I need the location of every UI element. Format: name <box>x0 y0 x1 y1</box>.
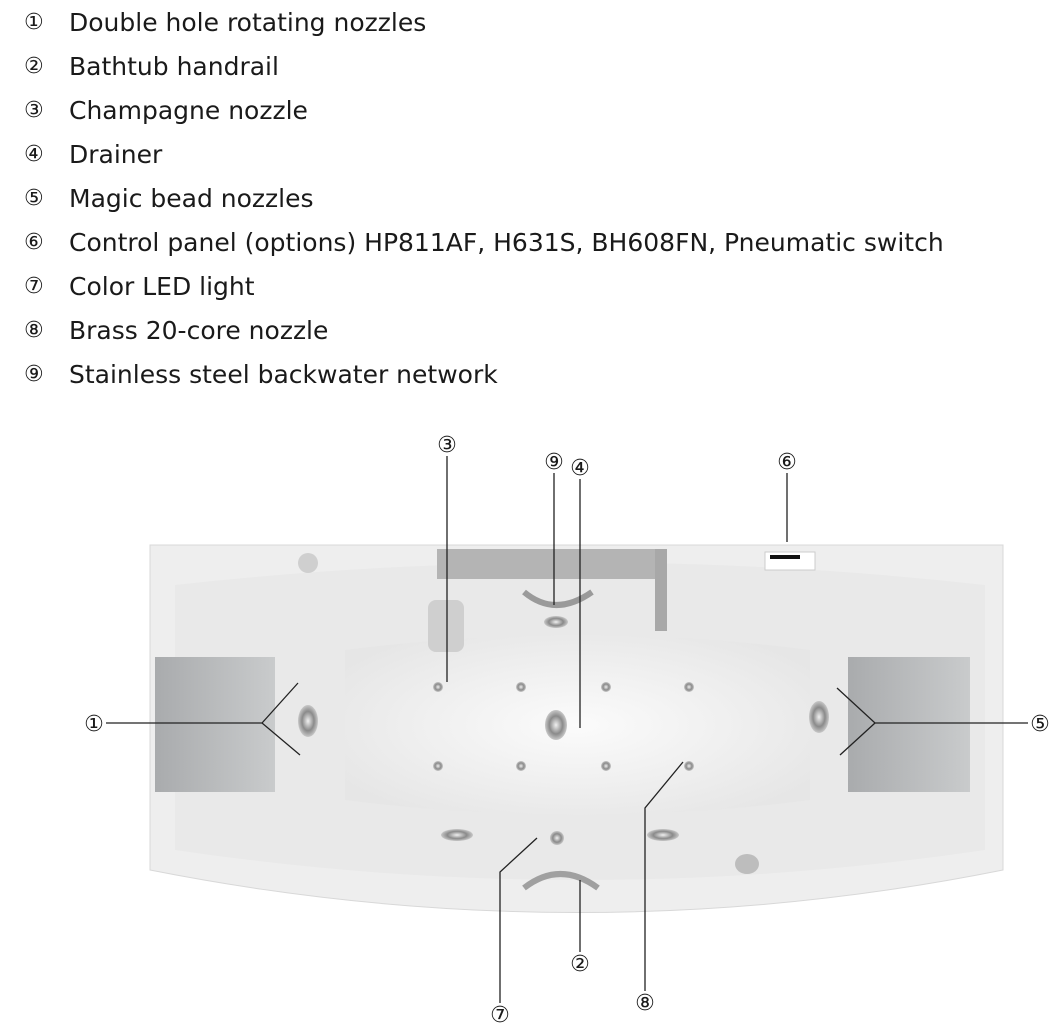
legend-item: ⑦ Color LED light <box>24 264 944 308</box>
legend-marker: ④ <box>24 141 44 167</box>
legend-item: ① Double hole rotating nozzles <box>24 0 944 44</box>
drainer <box>545 710 567 740</box>
legend-label: Champagne nozzle <box>69 95 308 125</box>
legend-marker: ⑤ <box>24 185 44 211</box>
legend-label: Stainless steel backwater network <box>69 359 498 389</box>
bathtub-image <box>149 544 1004 913</box>
callout-2: ② <box>570 952 590 977</box>
spout <box>655 549 667 631</box>
legend-label: Brass 20-core nozzle <box>69 315 329 345</box>
right-headrest <box>848 657 970 792</box>
callout-9: ⑨ <box>544 450 564 475</box>
legend-marker: ⑧ <box>24 317 44 343</box>
control-panel <box>764 551 816 571</box>
jet-nozzles <box>433 682 694 771</box>
hand-shower <box>428 600 464 652</box>
legend-item: ② Bathtub handrail <box>24 44 944 88</box>
legend-item: ⑤ Magic bead nozzles <box>24 176 944 220</box>
legend-marker: ⑥ <box>24 229 44 255</box>
callout-1: ① <box>84 712 104 737</box>
component-legend: ① Double hole rotating nozzles ② Bathtub h… <box>24 0 944 396</box>
legend-marker: ③ <box>24 97 44 123</box>
left-headrest <box>155 657 275 792</box>
legend-label: Drainer <box>69 139 163 169</box>
legend-label: Color LED light <box>69 271 255 301</box>
callout-lines <box>106 456 1028 1003</box>
backwater-network <box>522 589 594 608</box>
legend-marker: ① <box>24 9 44 35</box>
callout-7: ⑦ <box>490 1003 510 1024</box>
legend-item: ③ Champagne nozzle <box>24 88 944 132</box>
legend-item: ④ Drainer <box>24 132 944 176</box>
handrail <box>522 871 600 891</box>
legend-item: ⑥ Control panel (options) HP811AF, H631S,… <box>24 220 944 264</box>
legend-item: ⑧ Brass 20-core nozzle <box>24 308 944 352</box>
faucet-deck <box>437 549 657 579</box>
legend-label: Magic bead nozzles <box>69 183 314 213</box>
callout-5: ⑤ <box>1030 712 1050 737</box>
legend-label: Double hole rotating nozzles <box>69 7 427 37</box>
legend-label: Bathtub handrail <box>69 51 279 81</box>
legend-marker: ⑦ <box>24 273 44 299</box>
callout-4: ④ <box>570 456 590 481</box>
callout-3: ③ <box>437 433 457 458</box>
legend-item: ⑨ Stainless steel backwater network <box>24 352 944 396</box>
legend-marker: ⑨ <box>24 361 44 387</box>
callout-6: ⑥ <box>777 450 797 475</box>
callout-8: ⑧ <box>635 991 655 1016</box>
legend-label: Control panel (options) HP811AF, H631S, … <box>69 227 944 257</box>
legend-marker: ② <box>24 53 44 79</box>
